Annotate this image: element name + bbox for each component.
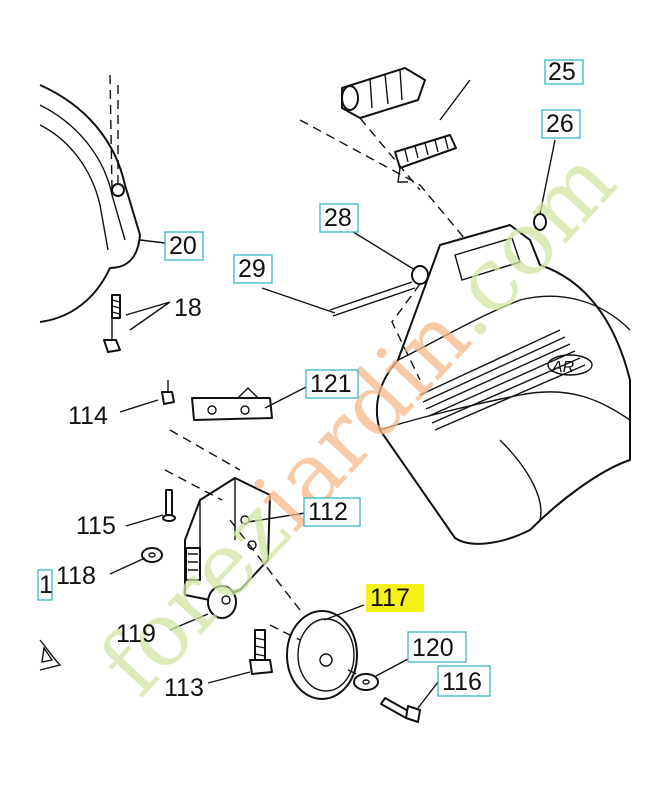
callout-114: 114 xyxy=(68,402,108,430)
svg-text:121: 121 xyxy=(310,370,352,398)
dash-left-vertical-2 xyxy=(109,74,113,191)
screw-18 xyxy=(103,294,121,353)
dash-121 xyxy=(169,429,241,471)
svg-text:119: 119 xyxy=(116,620,156,648)
callout-118: 118 xyxy=(56,562,96,590)
leader-25 xyxy=(439,79,471,121)
bolt-115 xyxy=(162,489,176,522)
washer-26 xyxy=(533,139,556,231)
washer-120 xyxy=(353,673,379,691)
svg-text:25: 25 xyxy=(548,58,576,86)
bolt-116 xyxy=(380,697,421,723)
spring-part xyxy=(394,134,457,183)
washer-114 xyxy=(161,380,175,405)
dash-top-2 xyxy=(359,117,421,191)
bolt-113 xyxy=(249,629,273,675)
motor-cover: AR xyxy=(375,224,631,545)
svg-text:117: 117 xyxy=(370,584,410,612)
svg-text:20: 20 xyxy=(169,232,197,260)
svg-text:18: 18 xyxy=(174,294,202,322)
housing-left xyxy=(39,84,141,671)
svg-text:26: 26 xyxy=(546,110,574,138)
svg-text:120: 120 xyxy=(412,634,454,662)
svg-text:29: 29 xyxy=(238,255,266,283)
callout-18: 18 xyxy=(174,294,202,322)
callout-119: 119 xyxy=(116,620,156,648)
callout-29: 29 xyxy=(233,254,273,284)
callout-20: 20 xyxy=(164,231,204,261)
svg-text:114: 114 xyxy=(68,402,108,430)
callout-113: 113 xyxy=(164,674,204,702)
leader-lines xyxy=(109,229,439,709)
svg-text:115: 115 xyxy=(76,512,116,540)
spacer-119 xyxy=(207,585,237,619)
washer-118 xyxy=(141,547,163,563)
svg-text:28: 28 xyxy=(324,204,352,232)
bracket-121 xyxy=(191,387,273,421)
callout-1: 1 xyxy=(37,569,53,601)
callout-115: 115 xyxy=(76,512,116,540)
callout-112: 112 xyxy=(303,497,361,527)
bolt-28 xyxy=(329,265,429,381)
svg-text:116: 116 xyxy=(442,668,482,696)
callout-28: 28 xyxy=(319,203,359,233)
callout-116: 116 xyxy=(437,665,491,697)
dash-top xyxy=(299,119,471,246)
callout-121: 121 xyxy=(305,369,359,399)
callout-26: 26 xyxy=(541,109,581,139)
svg-text:118: 118 xyxy=(56,562,96,590)
upper-bracket xyxy=(341,67,426,119)
motor-logo-text: AR xyxy=(551,359,575,376)
svg-text:112: 112 xyxy=(308,498,348,526)
callout-120: 120 xyxy=(407,631,467,663)
callout-25: 25 xyxy=(544,58,584,86)
svg-text:1: 1 xyxy=(39,571,53,599)
dash-112 xyxy=(164,469,301,611)
callout-117-highlighted: 117 xyxy=(366,584,424,612)
svg-text:113: 113 xyxy=(164,674,204,702)
bracket-112 xyxy=(184,477,271,601)
